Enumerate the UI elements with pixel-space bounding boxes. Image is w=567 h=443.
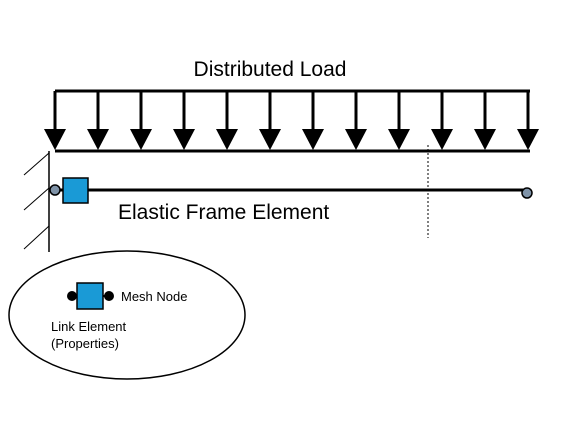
mesh-node-label: Mesh Node: [121, 289, 187, 304]
load-arrow-head: [216, 129, 238, 150]
support-hatch: [23, 152, 50, 176]
load-arrow-head: [259, 129, 281, 150]
load-arrow-head: [388, 129, 410, 150]
elastic-frame-element-label: Elastic Frame Element: [118, 201, 329, 224]
load-arrow-head: [130, 129, 152, 150]
link-node-square: [62, 177, 89, 204]
legend-right-dot: [104, 291, 114, 301]
load-arrow-head: [345, 129, 367, 150]
support-hatch: [23, 187, 50, 211]
legend-ellipse: [8, 250, 246, 380]
load-arrow-head: [474, 129, 496, 150]
load-arrow-head: [87, 129, 109, 150]
load-arrow-head: [517, 129, 539, 150]
load-arrow-head: [431, 129, 453, 150]
link-element-label: Link Element: [51, 319, 127, 334]
legend-node-square: [76, 282, 104, 310]
load-arrow-head: [173, 129, 195, 150]
distributed-load-label: Distributed Load: [194, 58, 347, 81]
left-joint: [49, 184, 61, 196]
support-hatch: [23, 225, 50, 250]
legend-left-dot: [67, 291, 77, 301]
load-arrow-head: [302, 129, 324, 150]
right-joint: [521, 187, 533, 199]
fixed-support: [23, 151, 50, 252]
load-arrow-head: [44, 129, 66, 150]
legend: Mesh Node Link Element (Properties): [8, 250, 246, 380]
link-element-properties-label: (Properties): [51, 336, 119, 351]
distributed-load: [44, 89, 539, 153]
load-arrows: [44, 91, 539, 150]
